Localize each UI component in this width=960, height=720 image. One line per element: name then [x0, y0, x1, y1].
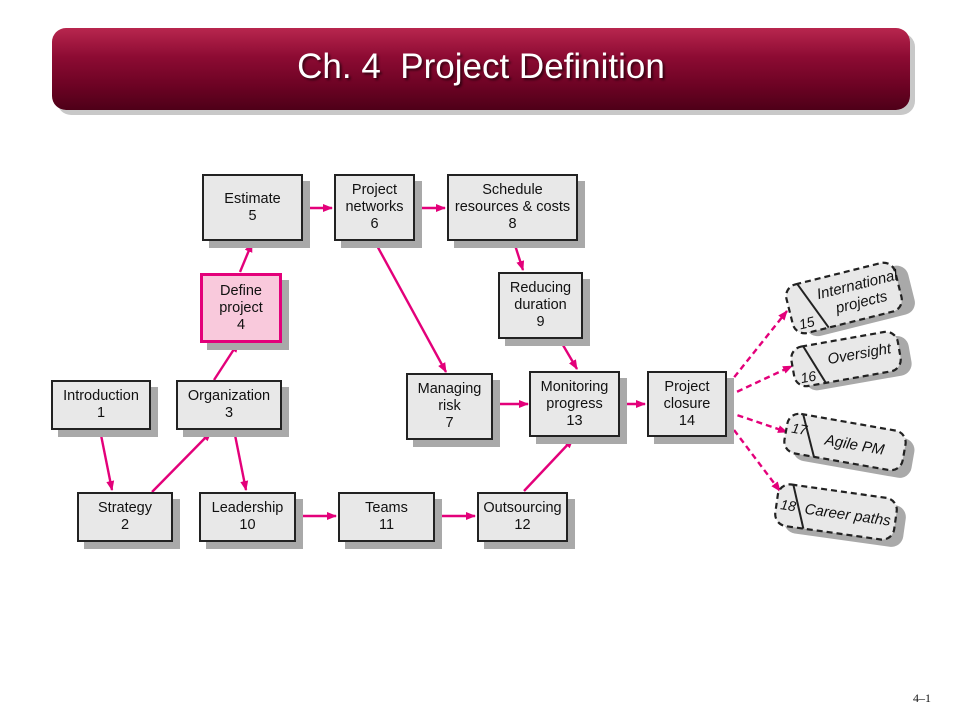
- chapter-box-6-label2: networks: [345, 199, 404, 215]
- future-topic-16-number: 16: [799, 368, 817, 386]
- chapter-box-13-label: Monitoring: [540, 378, 609, 395]
- chapter-box-6-number: 6: [370, 216, 379, 232]
- arrow-2-to-3: [151, 431, 212, 493]
- future-topic-15: 15 International projects: [785, 261, 915, 337]
- chapter-box-9-number: 9: [536, 314, 545, 330]
- chapter-box-14-label2: closure: [663, 395, 711, 412]
- chapter-box-2-number: 2: [120, 517, 130, 533]
- chapter-box-6-label: Project: [351, 182, 398, 198]
- title-bar: Ch. 4 Project Definition: [52, 28, 910, 110]
- chapter-box-10: Leadership 10: [199, 492, 296, 542]
- chapter-box-14-number: 14: [678, 412, 696, 429]
- chapter-box-5: Estimate 5: [202, 174, 303, 241]
- arrow-14-to-18: [727, 421, 781, 492]
- chapter-box-6: Project networks 6: [334, 174, 415, 241]
- page-title: Ch. 4 Project Definition: [297, 47, 665, 86]
- future-topic-17-number: 17: [790, 420, 809, 439]
- chapter-box-12-number: 12: [514, 517, 531, 533]
- chapter-box-14: Project closure 14: [647, 371, 727, 437]
- chapter-box-12-label: Outsourcing: [483, 500, 562, 516]
- chapter-box-13-label2: progress: [546, 395, 603, 412]
- chapter-box-11: Teams 11: [338, 492, 435, 542]
- chapter-box-14-label: Project: [664, 378, 710, 395]
- arrow-3-to-4: [212, 342, 240, 381]
- arrow-12-to-13: [523, 438, 574, 492]
- arrow-8-to-9: [512, 241, 525, 271]
- chapter-box-11-label: Teams: [365, 500, 408, 516]
- chapter-box-7-label: Managing: [417, 381, 482, 397]
- chapter-box-13: Monitoring progress 13: [529, 371, 620, 437]
- chapter-box-7: Managing risk 7: [406, 373, 493, 440]
- chapter-box-1-number: 1: [96, 405, 106, 421]
- chapter-box-8-label: Schedule: [482, 182, 543, 198]
- arrow-14-to-16: [727, 364, 793, 398]
- future-topic-16: 16 Oversight: [790, 330, 912, 391]
- future-topic-17: 17 Agile PM: [783, 412, 915, 478]
- arrow-14-to-15: [727, 310, 788, 386]
- chapter-box-10-label: Leadership: [211, 500, 284, 516]
- chapter-box-5-number: 5: [248, 207, 257, 224]
- chapter-box-7-number: 7: [445, 415, 454, 431]
- chapter-box-4-label2: project: [219, 299, 263, 316]
- arrow-4-to-5: [238, 242, 254, 273]
- arrow-6-to-7: [373, 241, 448, 373]
- arrow-3-to-10: [232, 429, 249, 491]
- chapter-box-9-label: Reducing: [509, 280, 572, 296]
- chapter-box-2-label: Strategy: [98, 500, 152, 516]
- chapter-box-12: Outsourcing 12: [477, 492, 568, 542]
- chapter-box-1: Introduction 1: [51, 380, 151, 430]
- chapter-box-8-label2: resources & costs: [454, 199, 571, 215]
- chapter-box-11-number: 11: [378, 517, 395, 533]
- chapter-box-3-label: Organization: [187, 388, 271, 404]
- chapter-box-4-label: Define: [220, 282, 262, 299]
- slide-number: 4–1: [913, 691, 931, 705]
- chapter-box-7-label2: risk: [438, 398, 461, 414]
- chapter-box-8-number: 8: [508, 216, 517, 232]
- chapter-box-4-number: 4: [236, 316, 246, 333]
- chapter-box-4: Define project 4: [200, 273, 282, 343]
- future-topic-18-number: 18: [779, 496, 797, 514]
- arrow-1-to-2: [98, 429, 115, 491]
- chapter-box-9: Reducing duration 9: [498, 272, 583, 339]
- chapter-box-10-number: 10: [239, 517, 256, 533]
- chapter-box-3-number: 3: [224, 405, 234, 421]
- arrow-9-to-13: [558, 339, 579, 370]
- chapter-box-13-number: 13: [566, 412, 583, 429]
- chapter-box-1-label: Introduction: [63, 388, 139, 404]
- chapter-box-9-label2: duration: [514, 297, 567, 313]
- chapter-box-5-label: Estimate: [224, 190, 281, 207]
- future-topic-18: 18 Career paths: [774, 483, 906, 547]
- chapter-box-3: Organization 3: [176, 380, 282, 430]
- chapter-box-8: Schedule resources & costs 8: [447, 174, 578, 241]
- future-topic-15-number: 15: [797, 313, 816, 332]
- arrow-14-to-17: [727, 410, 788, 434]
- chapter-box-2: Strategy 2: [77, 492, 173, 542]
